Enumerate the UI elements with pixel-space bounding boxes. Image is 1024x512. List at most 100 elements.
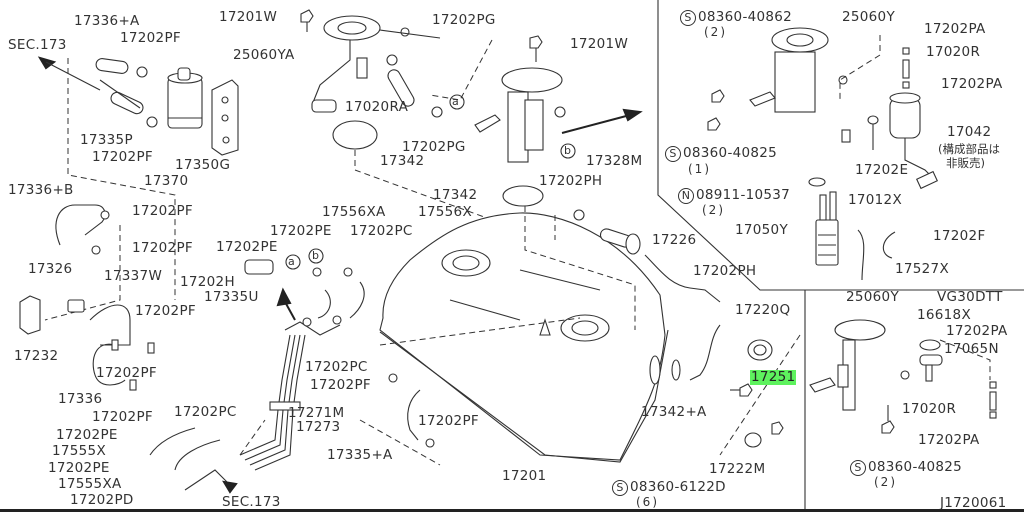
label-17202PA[interactable]: 17202PA [918, 432, 980, 448]
label-17202PH[interactable]: 17202PH [693, 263, 757, 279]
filler-neck [689, 324, 721, 381]
label-17335A[interactable]: 17335+A [327, 447, 393, 463]
label-25060YA[interactable]: 25060YA [233, 47, 295, 63]
label-17020R[interactable]: 17020R [902, 401, 957, 417]
label-17342[interactable]: 17342 [433, 187, 478, 203]
label-17251-highlighted[interactable]: 17251 [750, 369, 797, 385]
label-17556XA[interactable]: 17556XA [322, 204, 386, 220]
label-17271M[interactable]: 17271M [288, 405, 345, 421]
fuel-tank-17201 [379, 212, 669, 463]
label-17337W[interactable]: 17337W [104, 268, 163, 284]
label-17226[interactable]: 17226 [652, 232, 697, 248]
label-17202H[interactable]: 17202H [180, 274, 235, 290]
fuel-pump-sender-25060YA [311, 15, 441, 113]
section-ref-sec173-bottom[interactable]: SEC.173 [222, 494, 281, 510]
label-17202F[interactable]: 17202F [933, 228, 986, 244]
label-17202PF[interactable]: 17202PF [418, 413, 479, 429]
label-17201[interactable]: 17201 [502, 468, 547, 484]
label-17202PH[interactable]: 17202PH [539, 173, 603, 189]
label-17065N[interactable]: 17065N [944, 341, 999, 357]
callout-b[interactable]: b [312, 249, 320, 262]
label-17202PE[interactable]: 17202PE [48, 460, 110, 476]
hose-17226 [644, 254, 721, 303]
part-number: 08360-40862 [698, 9, 793, 25]
hose-17556XA [317, 289, 331, 319]
callout-a[interactable]: a [452, 95, 460, 108]
label-17202PC[interactable]: 17202PC [305, 359, 368, 375]
callout-a[interactable]: a [288, 255, 296, 268]
label-17202PC[interactable]: 17202PC [350, 223, 413, 239]
label-17336B[interactable]: 17336+B [8, 182, 74, 198]
label-17202PF[interactable]: 17202PF [132, 240, 193, 256]
part-number: 08360-40825 [868, 459, 963, 475]
label-17555XA[interactable]: 17555XA [58, 476, 122, 492]
label-17336[interactable]: 17336 [58, 391, 103, 407]
label-25060Y[interactable]: 25060Y [846, 289, 899, 305]
quantity-2: (2) [874, 475, 897, 489]
fuel-pump-25060Y-upper [749, 27, 848, 113]
label-17342[interactable]: 17342 [380, 153, 425, 169]
label-17042[interactable]: 17042 [947, 124, 992, 140]
label-17342A[interactable]: 17342+A [641, 404, 707, 420]
label-17556X[interactable]: 17556X [418, 204, 472, 220]
label-17050Y[interactable]: 17050Y [735, 222, 788, 238]
label-17555X[interactable]: 17555X [52, 443, 106, 459]
bottom-border [0, 509, 1024, 512]
label-17350G[interactable]: 17350G [175, 157, 231, 173]
label-17220Q[interactable]: 17220Q [735, 302, 791, 318]
label-17202PA[interactable]: 17202PA [924, 21, 986, 37]
part-number: 08360-6122D [630, 479, 726, 495]
section-ref-sec173-top[interactable]: SEC.173 [8, 37, 67, 53]
label-17232[interactable]: 17232 [14, 348, 59, 364]
bolt-08360-40862 [711, 89, 725, 103]
label-17202PF[interactable]: 17202PF [96, 365, 157, 381]
label-17020R[interactable]: 17020R [926, 44, 981, 60]
label-17273[interactable]: 17273 [296, 419, 341, 435]
label-17202PA[interactable]: 17202PA [941, 76, 1003, 92]
label-17527X[interactable]: 17527X [895, 261, 949, 277]
seal-16618X [919, 339, 941, 351]
arrow-sec173-bottom [222, 480, 238, 494]
label-17020RA[interactable]: 17020RA [345, 99, 409, 115]
label-17012X[interactable]: 17012X [848, 192, 902, 208]
fuel-pump-25060Y-lower [809, 319, 910, 411]
label-25060Y[interactable]: 25060Y [842, 9, 895, 25]
label-17202PF[interactable]: 17202PF [120, 30, 181, 46]
label-17201W[interactable]: 17201W [570, 36, 629, 52]
label-17202PE[interactable]: 17202PE [56, 427, 118, 443]
filler-cap-17220Q [747, 339, 773, 361]
label-17202PF[interactable]: 17202PF [132, 203, 193, 219]
label-17335P[interactable]: 17335P [80, 132, 133, 148]
label-17222M[interactable]: 17222M [709, 461, 766, 477]
label-17202PA[interactable]: 17202PA [946, 323, 1008, 339]
label-17202PG[interactable]: 17202PG [432, 12, 496, 28]
label-17335U[interactable]: 17335U [204, 289, 259, 305]
label-17202PC[interactable]: 17202PC [174, 404, 237, 420]
label-17202PD[interactable]: 17202PD [70, 492, 134, 508]
label-17202PG[interactable]: 17202PG [402, 139, 466, 155]
label-17202PF[interactable]: 17202PF [92, 149, 153, 165]
fuel-lines-17273 [239, 334, 306, 471]
label-17328M[interactable]: 17328M [586, 153, 643, 169]
label-17202PF[interactable]: 17202PF [135, 303, 196, 319]
callout-b[interactable]: b [564, 144, 572, 157]
filler-hose-17328M [599, 228, 641, 255]
label-17202E[interactable]: 17202E [855, 162, 909, 178]
label-17202PF[interactable]: 17202PF [310, 377, 371, 393]
label-17201W[interactable]: 17201W [219, 9, 278, 25]
callout-s-icon: S [665, 146, 681, 162]
label-17336A[interactable]: 17336+A [74, 13, 140, 29]
label-17326[interactable]: 17326 [28, 261, 73, 277]
label-17202PE[interactable]: 17202PE [270, 223, 332, 239]
label-17202PE[interactable]: 17202PE [216, 239, 278, 255]
label-17370[interactable]: 17370 [144, 173, 189, 189]
label-16618X[interactable]: 16618X [917, 307, 971, 323]
label-17202PF[interactable]: 17202PF [92, 409, 153, 425]
panel-borders [657, 0, 1024, 509]
hose-17020RA [387, 69, 415, 107]
